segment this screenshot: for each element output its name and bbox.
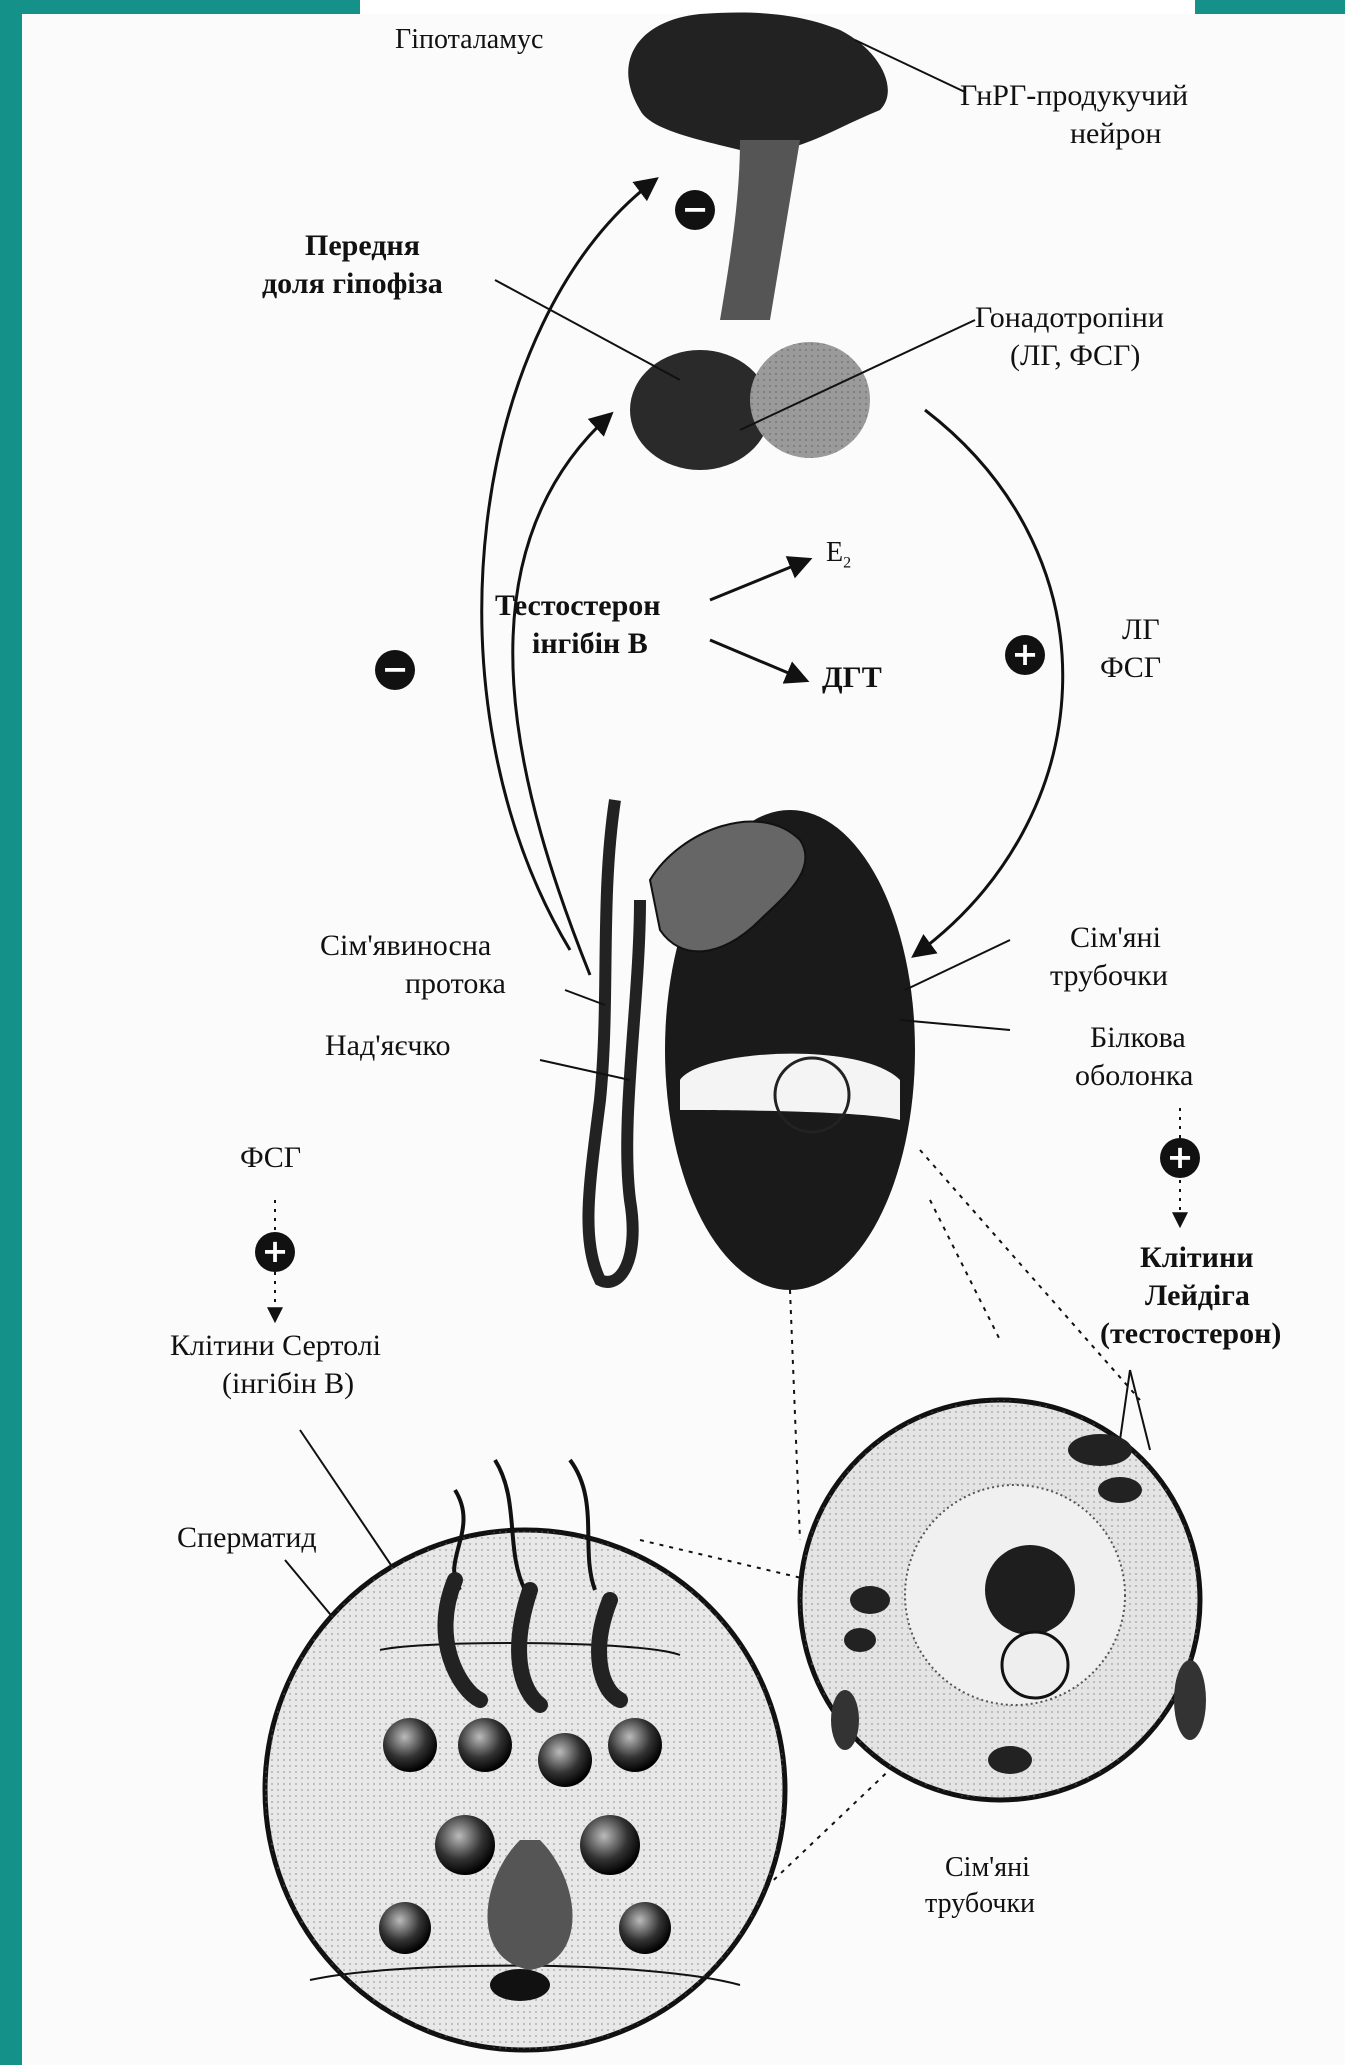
- label-testosterone-line1: Тестостерон: [495, 588, 661, 624]
- label-sertoli-line2: (інгібін В): [222, 1366, 354, 1402]
- label-seminiferous-tubules-line2: трубочки: [1050, 958, 1168, 994]
- label-leydig-line2: Лейдіга: [1145, 1278, 1250, 1314]
- label-epididymis: Над'яєчко: [325, 1028, 450, 1064]
- label-fsh-right: ФСГ: [1100, 650, 1161, 686]
- testis-shape: [650, 810, 915, 1290]
- label-gnrh-neuron-line2: нейрон: [1070, 116, 1161, 152]
- label-gonadotropins-line2: (ЛГ, ФСГ): [1010, 338, 1140, 374]
- label-fsh-left: ФСГ: [240, 1140, 301, 1176]
- label-lh: ЛГ: [1122, 612, 1160, 648]
- plus-sign-sertoli: +: [255, 1232, 295, 1272]
- label-leydig-line3: (тестостерон): [1100, 1316, 1281, 1352]
- label-tunica-line2: оболонка: [1075, 1058, 1193, 1094]
- arrow-to-dht: [710, 640, 805, 680]
- hypothalamus-shape: [628, 13, 888, 320]
- label-spermatid: Сперматид: [177, 1520, 317, 1556]
- label-tubules-bottom-line1: Сім'яні: [945, 1850, 1030, 1886]
- label-anterior-pituitary-line2: доля гіпофіза: [262, 266, 443, 302]
- label-seminiferous-tubules-line1: Сім'яні: [1070, 920, 1161, 956]
- label-anterior-pituitary-line1: Передня: [305, 228, 420, 264]
- label-hypothalamus: Гіпоталамус: [395, 22, 543, 58]
- minus-sign-hypothalamus: −: [675, 190, 715, 230]
- arrow-to-e2: [710, 560, 808, 600]
- epididymis-shape: [588, 800, 640, 1282]
- label-tunica-line1: Білкова: [1090, 1020, 1186, 1056]
- label-tubules-bottom-line2: трубочки: [925, 1886, 1035, 1922]
- feedback-arrow-to-hypothalamus: [482, 180, 655, 950]
- stimulation-arrow-to-testis: [915, 410, 1063, 955]
- feedback-arrow-to-pituitary: [513, 415, 610, 975]
- label-gonadotropins-line1: Гонадотропіни: [975, 300, 1164, 336]
- label-vas-deferens-line1: Сім'явиносна: [320, 928, 491, 964]
- plus-sign-lh-fsh: +: [1005, 635, 1045, 675]
- label-dht: ДГТ: [822, 660, 882, 696]
- label-leydig-line1: Клітини: [1140, 1240, 1254, 1276]
- label-testosterone-line2: інгібін В: [532, 626, 648, 662]
- label-e2: E2: [826, 535, 851, 582]
- label-gnrh-neuron-line1: ГнРГ-продукучий: [960, 78, 1188, 114]
- label-vas-deferens-line2: протока: [405, 966, 506, 1002]
- plus-sign-leydig: +: [1160, 1138, 1200, 1178]
- minus-sign-pituitary: −: [375, 650, 415, 690]
- label-sertoli-line1: Клітини Сертолі: [170, 1328, 381, 1364]
- tubule-cross-section: [800, 1400, 1206, 1800]
- pituitary-gland-shape: [630, 342, 870, 470]
